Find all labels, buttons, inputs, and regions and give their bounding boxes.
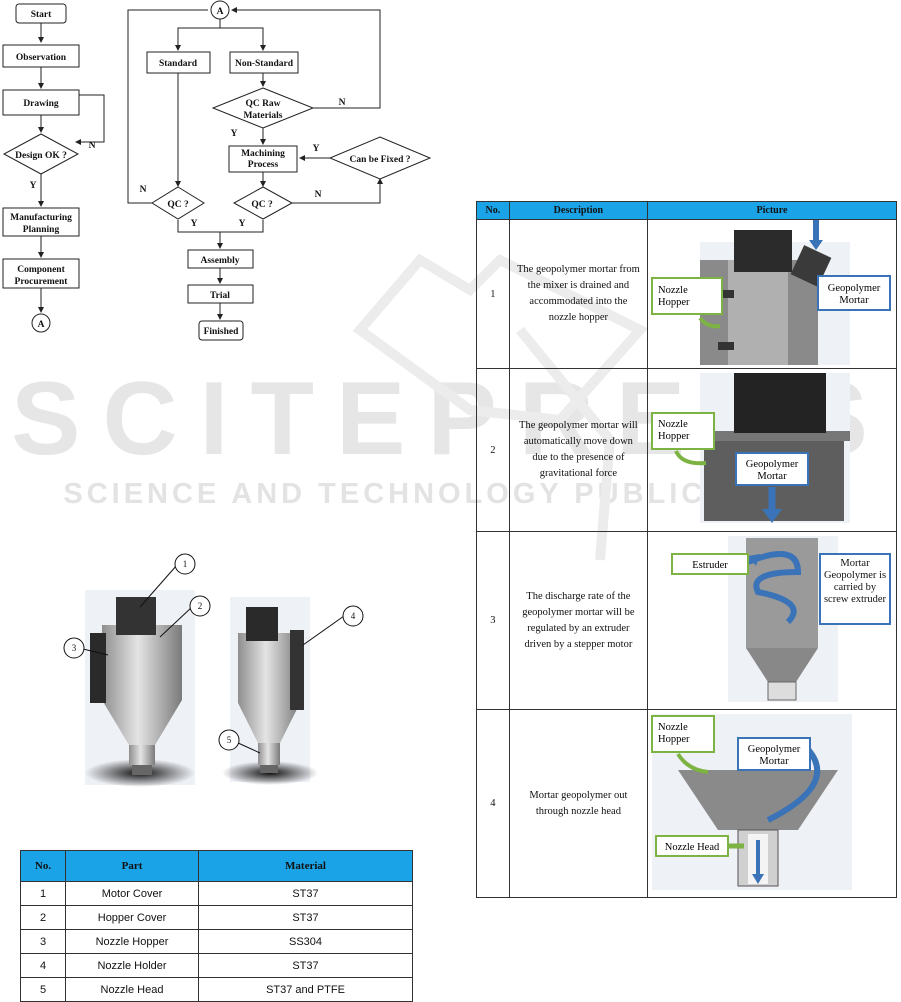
n-label: N: [89, 141, 96, 151]
process-header-picture: Picture: [647, 201, 897, 220]
callout-1: 1: [183, 559, 188, 569]
process-header-description: Description: [508, 201, 649, 220]
manufacturing-label-2: Planning: [23, 225, 60, 235]
manufacturing-label-1: Manufacturing: [10, 213, 72, 223]
table-row: 2 The geopolymer mortar will automatical…: [476, 368, 897, 532]
start-node: [15, 3, 67, 24]
step3-extruder-label: Estruder: [692, 560, 728, 571]
y-label: Y: [191, 219, 198, 229]
parts-header-no: No.: [20, 850, 66, 882]
connector-a-bottom: A: [38, 320, 45, 330]
callout-5: 5: [227, 735, 232, 745]
y-label: Y: [231, 129, 238, 139]
machining-label-1: Machining: [241, 149, 285, 159]
trial-label: Trial: [210, 291, 230, 301]
finished-label: Finished: [204, 327, 240, 337]
qc-raw-label-1: QC Raw: [245, 99, 280, 109]
table-row: 3 The discharge rate of the geopolymer m…: [476, 531, 897, 710]
qc-raw-label-2: Materials: [243, 111, 282, 121]
qc-left-label: QC ?: [167, 200, 189, 210]
parts-header-part: Part: [65, 850, 199, 882]
drawing-label: Drawing: [23, 99, 59, 109]
qc-right-label: QC ?: [251, 200, 273, 210]
step3-mortar-label: Mortar Geopolymer is carried by screw ex…: [823, 558, 887, 605]
y-label: Y: [239, 219, 246, 229]
can-be-fixed-label: Can be Fixed ?: [350, 155, 411, 165]
machining-label-2: Process: [248, 160, 279, 170]
table-row: 1 The geopolymer mortar from the mixer i…: [476, 219, 897, 369]
connector-a-top: A: [217, 7, 224, 17]
nozzle-assembly-render: 1 2 3 4 5: [63, 553, 364, 787]
parts-header-material: Material: [198, 850, 413, 882]
n-label: N: [140, 185, 147, 195]
assembly-label: Assembly: [200, 256, 239, 266]
procurement-label-1: Component: [17, 265, 65, 275]
process-table: No. Description Picture 1 The geopolymer…: [476, 201, 897, 898]
process-header-no: No.: [476, 201, 510, 220]
procurement-label-2: Procurement: [15, 277, 69, 287]
flowchart: Start Observation Drawing Design OK ? Ma…: [2, 0, 432, 341]
y-label: Y: [313, 144, 320, 154]
design-ok-label: Design OK ?: [15, 151, 67, 161]
design-ok-decision: [2, 133, 80, 175]
y-label: Y: [30, 181, 37, 191]
standard-label: Standard: [159, 59, 198, 69]
callout-2: 2: [198, 601, 203, 611]
callout-4: 4: [351, 611, 356, 621]
step4-nozzle-head-label: Nozzle Head: [665, 842, 720, 853]
n-label: N: [315, 190, 322, 200]
table-row: 4 Mortar geopolymer out through nozzle h…: [476, 709, 897, 898]
step3-picture: Estruder Mortar Geopolymer is carried by…: [671, 536, 891, 702]
non-standard-label: Non-Standard: [235, 59, 294, 69]
start-label: Start: [31, 10, 52, 20]
callout-3: 3: [72, 643, 77, 653]
observation-label: Observation: [16, 53, 67, 63]
n-label: N: [339, 98, 346, 108]
